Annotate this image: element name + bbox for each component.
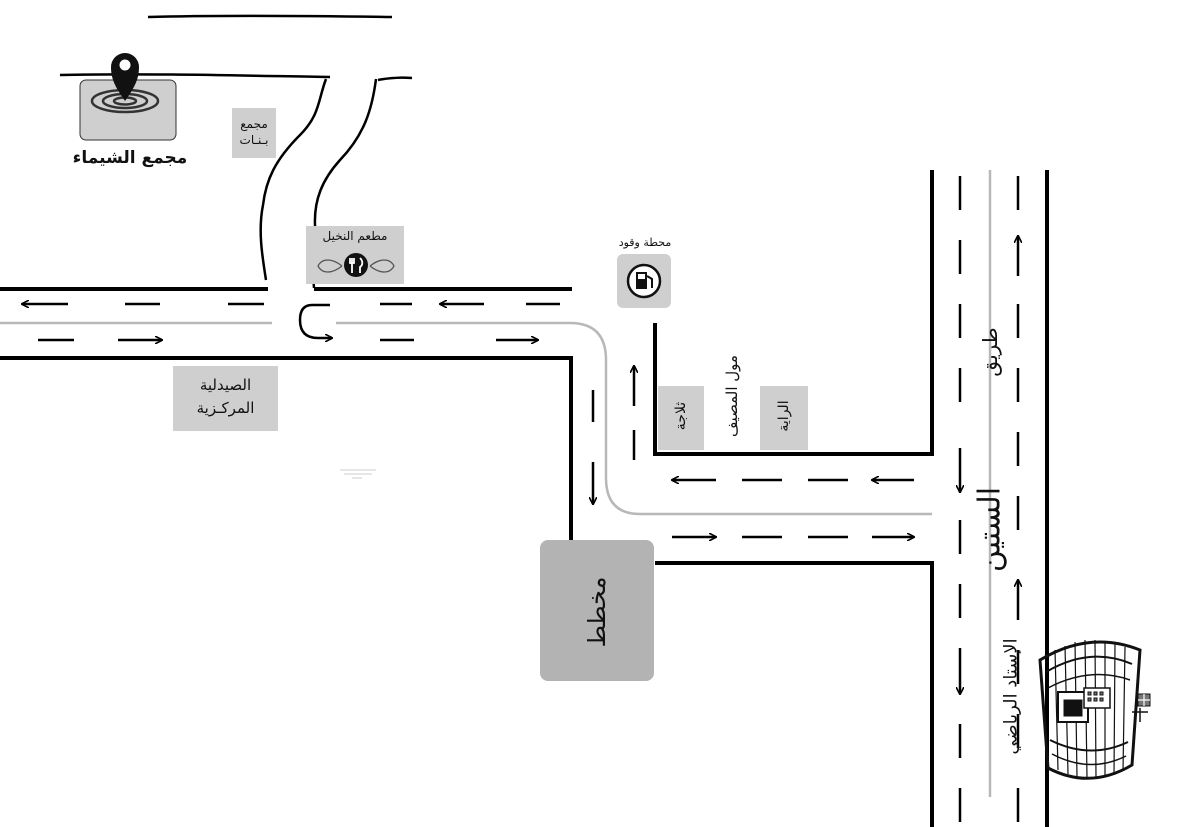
stadium-name-label: الإستاد الرياضي — [1000, 638, 1022, 755]
main-road-edges — [0, 170, 1049, 827]
thallaja-box[interactable]: ثلاجة — [658, 386, 704, 450]
nakheel-restaurant-label: مطعم النخيل — [322, 229, 388, 243]
shaimaa-complex-label: مجمع الشيماء — [72, 148, 188, 168]
central-pharmacy-box[interactable]: الصيدلية المركـزية — [173, 366, 278, 431]
sixty-street-label-top: طريق — [978, 327, 1002, 377]
thallaja-label: ثلاجة — [673, 401, 689, 431]
location-pin-icon — [111, 53, 139, 101]
girls-complex-box[interactable]: مجمع بـنـات — [232, 108, 276, 158]
shaimaa-complex-marker[interactable] — [79, 53, 177, 141]
nakheel-restaurant-marker[interactable] — [306, 226, 404, 284]
ornament — [317, 259, 395, 273]
plan-label: مخطط — [583, 576, 611, 648]
median-lines — [0, 170, 992, 797]
plan-box[interactable]: مخطط — [540, 540, 654, 681]
sixty-street-label-main: الستين — [972, 486, 1008, 573]
top-street-lines — [59, 14, 413, 82]
raya-label: الراية — [776, 400, 792, 432]
pharmacy-label-line1: الصيدلية — [199, 376, 252, 394]
fuel-pump-icon — [626, 263, 662, 299]
pharmacy-label-line2: المركـزية — [196, 399, 255, 417]
u-turn-arrow — [298, 303, 332, 338]
girls-complex-label-line1: مجمع — [240, 117, 268, 131]
musaif-mall-label: مول المصيف — [723, 355, 741, 437]
fork-knife-icon — [344, 253, 368, 277]
raya-box[interactable]: الراية — [760, 386, 808, 450]
faint-mark — [340, 469, 376, 479]
lane-markings — [22, 176, 1018, 822]
fuel-station-label: محطة وقود — [618, 236, 672, 249]
stadium-icon — [1038, 639, 1151, 780]
girls-complex-label-line2: بـنـات — [239, 133, 269, 147]
fuel-station-marker[interactable] — [617, 254, 671, 308]
